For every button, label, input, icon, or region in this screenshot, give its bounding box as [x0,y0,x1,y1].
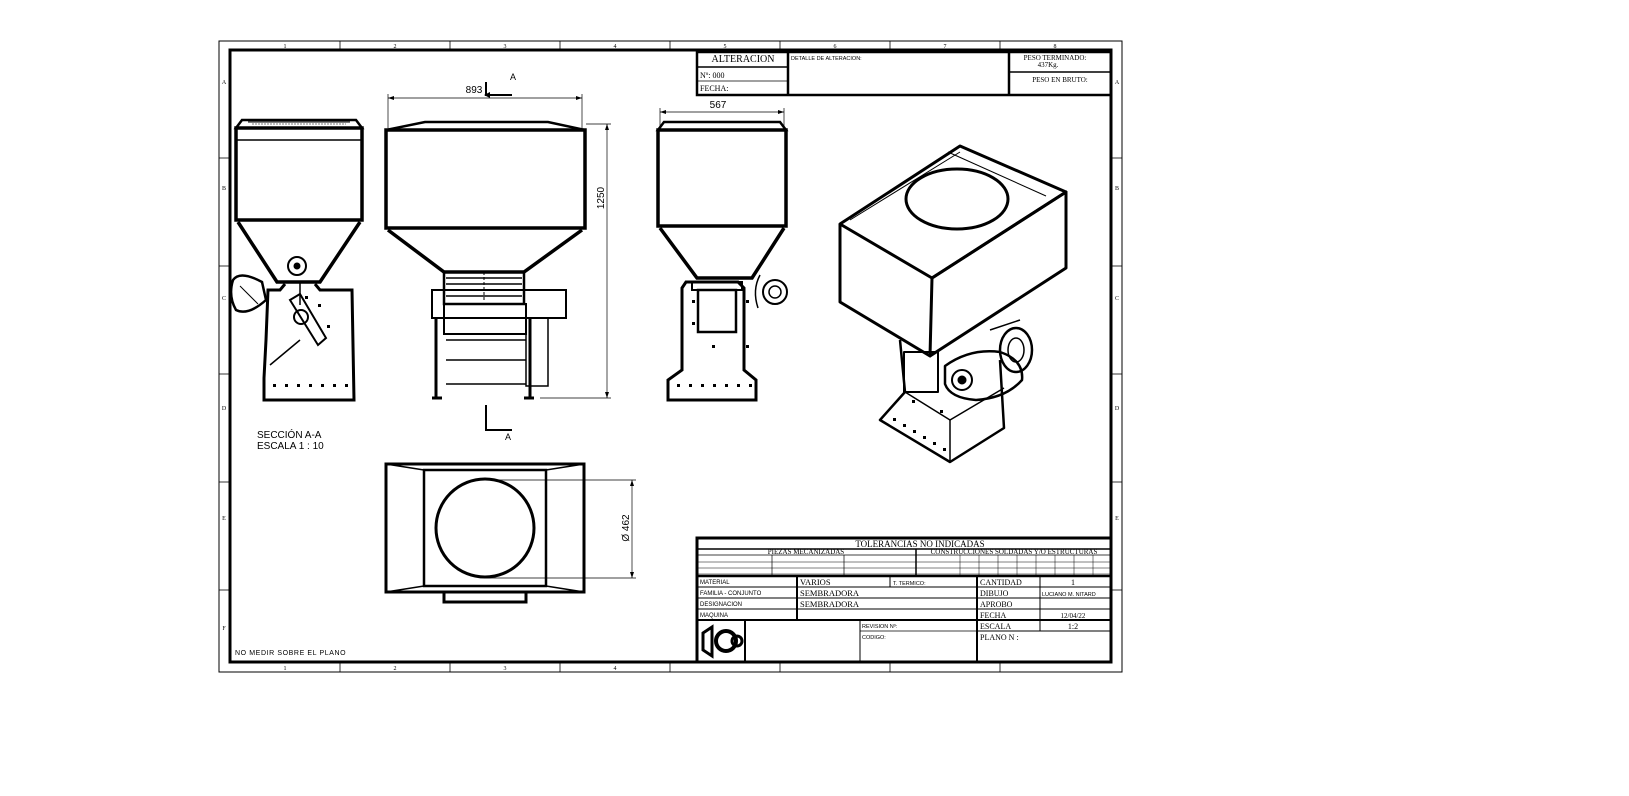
dimension-1250: 1250 [596,186,607,209]
company-logo [701,624,744,659]
dimension-width-front: 893 [387,85,583,128]
zone-col-3-bottom: 3 [504,666,507,672]
zone-col-7: 7 [944,44,947,50]
sheet-frame [218,40,1123,673]
zone-row-a-right: A [1115,80,1120,86]
section-label: SECCIÓN A-A ESCALA 1 : 10 [257,428,324,452]
code-label: CODIGO: [862,635,886,641]
zone-col-3: 3 [504,44,507,50]
zone-row-b: B [222,186,226,192]
family-value: SEMBRADORA [800,588,860,598]
section-view-a-a [229,118,365,402]
designation-label: DESIGNACION [700,602,742,608]
zone-row-labels: A B C D E F A B C D E [222,80,1120,632]
zone-row-a: A [222,80,227,86]
approved-label: APROBO [980,600,1013,609]
zone-col-4: 4 [614,44,617,50]
revision-number: Nº: 000 [700,71,724,80]
machined-header: PIEZAS MECANIZADAS [768,548,845,556]
welded-header: CONSTRUCCIONES SOLDADAS Y/O ESTRUCTURAS [931,548,1098,556]
dimension-462: Ø 462 [621,514,632,542]
date-label: FECHA [980,611,1006,620]
zone-col-4-bottom: 4 [614,666,617,672]
section-title: SECCIÓN A-A [257,428,322,441]
weight-finished-label: PESO TERMINADO: [1024,54,1087,62]
revision-detail-label: DETALLE DE ALTERACION: [791,56,862,62]
zone-row-c-right: C [1115,296,1119,302]
zone-row-d-right: D [1115,406,1120,412]
dimension-893: 893 [466,85,483,96]
heat-treatment-label: T. TERMICO: [893,581,926,587]
zone-row-e: E [222,516,226,522]
section-mark-top: A [484,72,516,98]
zone-ticks [219,41,1122,672]
zone-column-labels: 1 2 3 4 5 6 7 8 1 2 3 4 [284,44,1057,672]
designation-value: SEMBRADORA [800,599,860,609]
tolerances-header: TOLERANCIAS NO INDICADAS [855,539,984,549]
scale-label: ESCALA [980,622,1011,631]
zone-col-5: 5 [724,44,727,50]
side-view [655,120,789,402]
zone-col-6: 6 [834,44,837,50]
revision-block: ALTERACION Nº: 000 FECHA: DETALLE DE ALT… [695,50,1113,97]
revision-no-label: REVISION Nº: [862,623,898,630]
title-block: TOLERANCIAS NO INDICADAS PIEZAS MECANIZA… [695,536,1113,664]
zone-col-8: 8 [1054,44,1057,50]
dimension-height: 1250 [540,123,611,399]
isometric-view [838,144,1068,464]
plan-number-label: PLANO N : [980,633,1019,642]
weight-finished-value: 437Kg. [1038,61,1059,69]
section-mark-a-bottom: A [505,432,511,442]
no-measure-note: NO MEDIR SOBRE EL PLANO [235,650,346,657]
revision-header: ALTERACION [712,54,775,65]
section-mark-bottom: A [485,405,512,442]
zone-col-2-bottom: 2 [394,666,397,672]
zone-col-1-bottom: 1 [284,666,287,672]
material-label: MATERIAL [700,580,730,586]
top-view [384,462,586,604]
zone-row-c: C [222,296,226,302]
material-value: VARIOS [800,577,831,587]
zone-row-b-right: B [1115,186,1119,192]
quantity-label: CANTIDAD [980,578,1022,587]
scale-value: 1:2 [1068,622,1078,631]
dimension-diameter: Ø 462 [486,479,636,579]
zone-col-1: 1 [284,44,287,50]
revision-date-label: FECHA: [700,84,728,93]
section-scale: ESCALA 1 : 10 [257,441,324,452]
section-mark-a-top: A [510,72,516,82]
weight-gross-label: PESO EN BRUTO: [1032,76,1088,84]
dimension-width-side: 567 [659,100,785,128]
dimension-567: 567 [710,100,727,111]
quantity-value: 1 [1071,578,1075,587]
zone-row-e-right: E [1115,516,1119,522]
drawn-value: LUCIANO M. NITARD [1042,592,1096,598]
zone-row-f: F [222,626,226,632]
family-label: FAMILIA - CONJUNTO [700,591,762,597]
date-value: 12/04/22 [1061,612,1086,620]
front-view [384,120,587,400]
zone-col-2: 2 [394,44,397,50]
zone-row-d: D [222,406,227,412]
drawn-label: DIBUJO [980,589,1009,598]
machine-label: MAQUINA [700,613,728,619]
